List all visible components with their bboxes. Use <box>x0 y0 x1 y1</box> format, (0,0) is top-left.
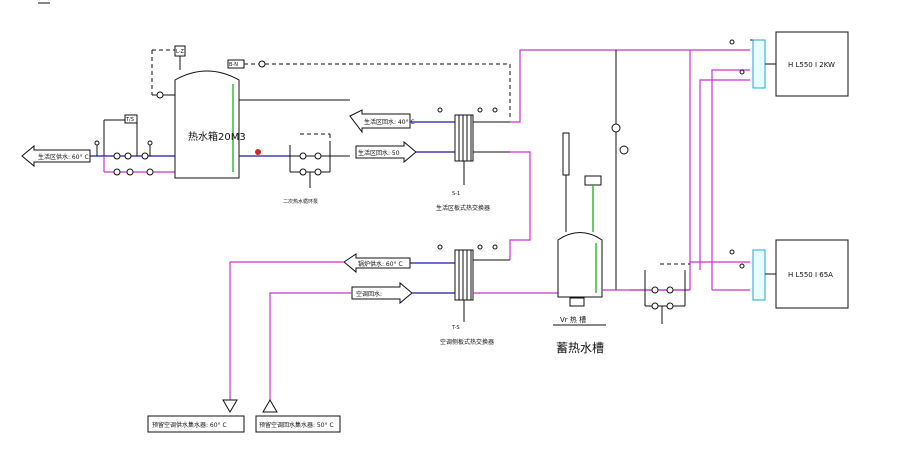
tank-control-loop: L-Z B-N <box>151 45 511 120</box>
domestic-supply-label: 生活区供水: 60° C <box>38 153 89 161</box>
boiler-supply-label: 锅炉供水: 60° C <box>358 260 403 268</box>
bottom-right-collector: 预留空调回水集水器: 50° C <box>255 399 341 433</box>
tank-outlet-piping: 二次热水循环泵 <box>239 99 350 205</box>
domestic-hx-label: 生活区板式热交换器 <box>436 204 490 212</box>
right-pump-group <box>602 263 690 324</box>
ac-plate-hx: T-S 空调侧板式热交换器 <box>410 244 558 346</box>
bottom-left-collector: 预留空调供水集水器: 60° C <box>147 399 245 433</box>
hot-water-tank: 热水箱20M3 <box>174 70 246 179</box>
bottom-right-label: 预留空调回水集水器: 50° C <box>259 421 334 429</box>
main-trunk <box>509 39 765 291</box>
storage-sensor <box>562 132 602 232</box>
storage-tank-sublabel: Vr 热 槽 <box>560 315 586 324</box>
tag-lz: L-Z <box>176 49 185 55</box>
domestic-50-arrow: 生活区回水: 50 <box>355 140 417 164</box>
pump-group-label: 二次热水循环泵 <box>283 198 318 205</box>
domestic-plate-hx: S-1 生活区板式热交换器 <box>410 107 510 212</box>
tag-bn: B-N <box>229 62 238 68</box>
storage-tank: Vr 热 槽 蓄热水槽 <box>553 232 606 355</box>
ac-return-arrow: 空调回水: <box>351 281 413 305</box>
tag-ts: T/S <box>125 117 134 123</box>
left-piping: T/S <box>90 114 175 176</box>
ac-hx-label: 空调侧板式热交换器 <box>440 338 494 346</box>
storage-tank-label: 蓄热水槽 <box>556 341 604 355</box>
boiler-supply-arrow: 锅炉供水: 60° C <box>343 253 411 274</box>
tag-ts2: T-S <box>451 325 460 331</box>
heat-pump-1-label: H L550 I 2KW <box>788 61 835 69</box>
heat-pump-2: H L550 I 65A <box>729 239 849 309</box>
heat-pump-2-label: H L550 I 65A <box>788 271 833 279</box>
domestic-return-arrow: 生活区回水: 40° C <box>349 109 415 134</box>
hot-tank-label: 热水箱20M3 <box>188 130 246 143</box>
domestic-supply-arrow: 生活区供水: 60° C <box>21 144 91 168</box>
ac-return-label: 空调回水: <box>356 290 382 298</box>
domestic-return-label: 生活区回水: 40° C <box>364 118 415 126</box>
bottom-left-label: 预留空调供水集水器: 60° C <box>152 421 227 429</box>
domestic-50-label: 生活区回水: 50 <box>358 149 400 157</box>
tag-s1: S-1 <box>452 191 460 197</box>
heat-pump-1: H L550 I 2KW <box>729 31 849 97</box>
